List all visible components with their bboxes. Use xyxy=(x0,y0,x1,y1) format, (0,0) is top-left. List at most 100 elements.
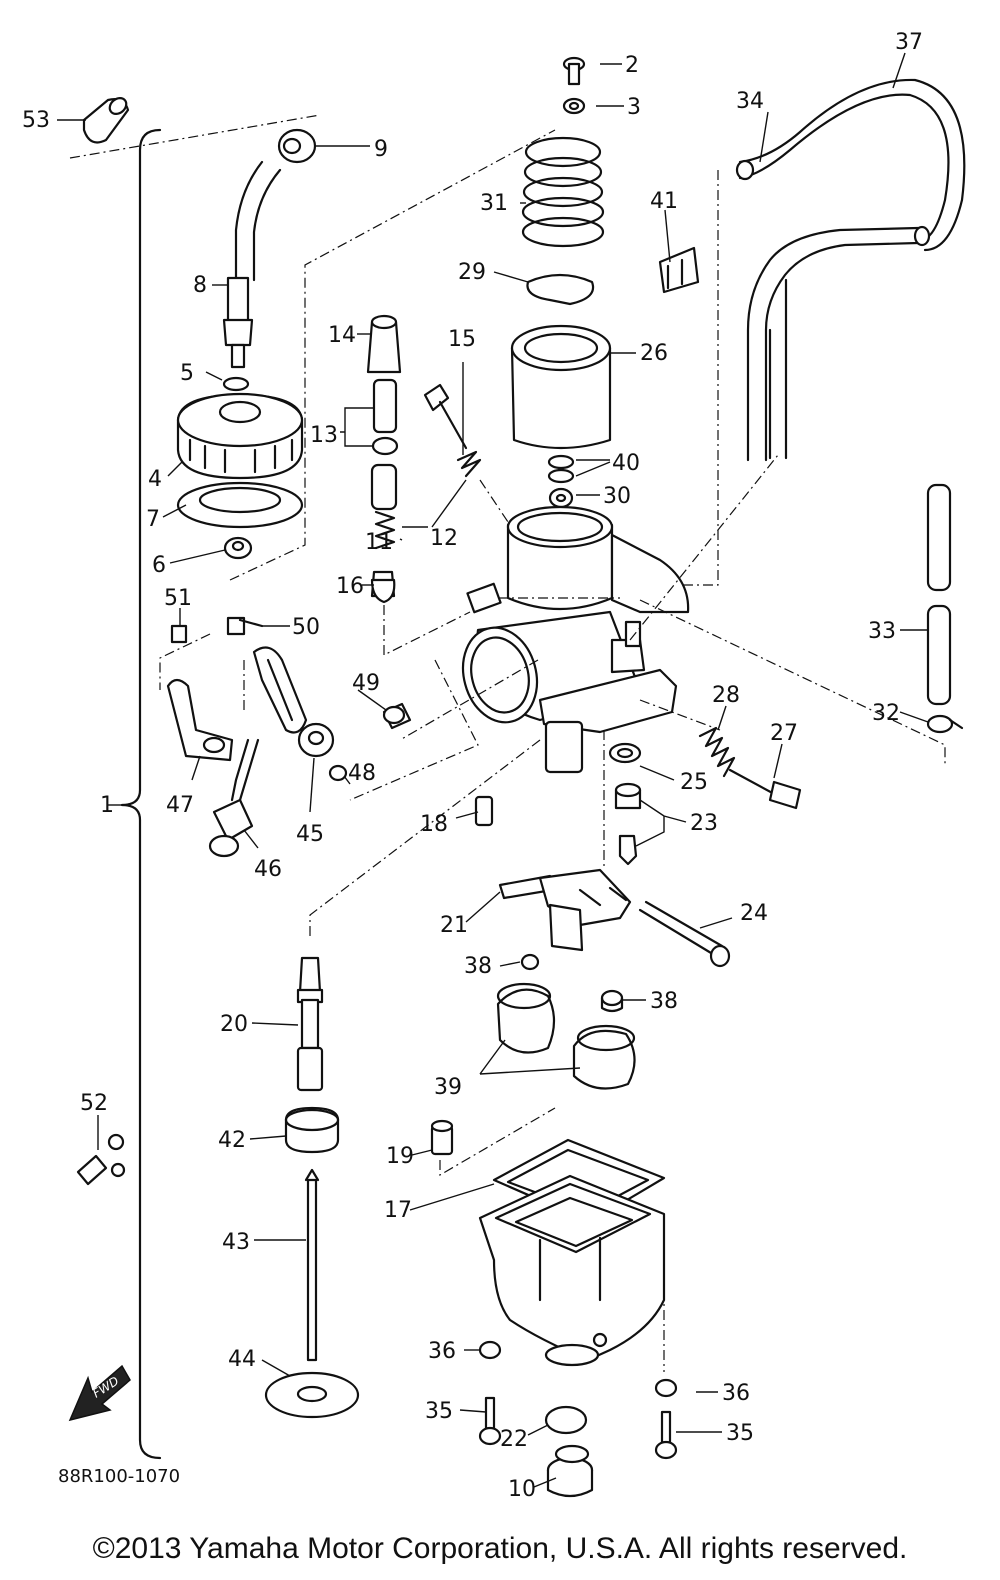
callout-17: 17 xyxy=(384,1198,412,1223)
part-5-oring xyxy=(222,376,250,392)
callout-19: 19 xyxy=(386,1144,414,1169)
part-42-holder xyxy=(284,1106,340,1154)
part-22-oring xyxy=(544,1405,588,1435)
part-41-clamp xyxy=(658,246,700,294)
callout-15: 15 xyxy=(448,327,476,352)
part-15-screw xyxy=(423,383,482,478)
callout-24: 24 xyxy=(740,901,768,926)
callout-2: 2 xyxy=(625,53,639,78)
callout-53: 53 xyxy=(22,108,50,133)
callout-26: 26 xyxy=(640,341,668,366)
callout-44: 44 xyxy=(228,1347,256,1372)
part-8-hose xyxy=(234,160,282,282)
callout-12: 12 xyxy=(430,526,458,551)
part-44-washer xyxy=(264,1371,360,1419)
part-21-float-arm xyxy=(498,868,632,952)
callout-20: 20 xyxy=(220,1012,248,1037)
callout-49: 49 xyxy=(352,671,380,696)
callout-46: 46 xyxy=(254,857,282,882)
callout-5: 5 xyxy=(180,361,194,386)
part-37-hose xyxy=(735,78,966,462)
part-8-fitting xyxy=(222,276,254,369)
callout-28: 28 xyxy=(712,683,740,708)
part-12-plunger-body xyxy=(370,463,398,511)
part-38-needle-a xyxy=(520,953,540,971)
part-2-screw xyxy=(562,56,586,86)
part-9-cap xyxy=(277,128,317,164)
part-28-spring xyxy=(698,726,736,778)
callout-27: 27 xyxy=(770,721,798,746)
part-31-spring xyxy=(521,136,605,248)
exploded-parts-diagram: FWD xyxy=(22,30,966,1500)
part-48-ball xyxy=(328,764,348,782)
leader-lines xyxy=(57,52,929,1488)
carburetor-body xyxy=(461,505,690,774)
callout-45: 45 xyxy=(296,822,324,847)
part-51-nut xyxy=(170,624,188,644)
callout-47: 47 xyxy=(166,793,194,818)
front-arrow-icon: FWD xyxy=(68,1364,131,1422)
callout-29: 29 xyxy=(458,260,486,285)
callout-14: 14 xyxy=(328,323,356,348)
callout-7: 7 xyxy=(146,507,160,532)
part-35-screw-left xyxy=(478,1396,502,1446)
callout-42: 42 xyxy=(218,1128,246,1153)
callout-40: 40 xyxy=(612,451,640,476)
callout-35-left: 35 xyxy=(425,1399,453,1424)
float-bowl xyxy=(478,1174,666,1367)
diagram-code: 88R100-1070 xyxy=(58,1466,181,1487)
callout-18: 18 xyxy=(420,812,448,837)
part-27-screw xyxy=(728,768,802,810)
part-20-needle-jet xyxy=(296,956,324,1092)
callout-48: 48 xyxy=(348,761,376,786)
callout-8: 8 xyxy=(193,273,207,298)
part-47-lever xyxy=(166,678,234,762)
part-38-needle-b xyxy=(600,989,624,1013)
callout-50: 50 xyxy=(292,615,320,640)
part-36-washer-left xyxy=(478,1340,502,1360)
callout-9: 9 xyxy=(374,137,388,162)
callout-labels: 1 2 3 4 5 6 7 8 9 10 11 12 13 14 15 16 1… xyxy=(22,30,923,1500)
part-25-washer xyxy=(608,742,642,764)
callout-11: 11 xyxy=(365,530,393,555)
copyright-text: ©2013 Yamaha Motor Corporation, U.S.A. A… xyxy=(92,1532,908,1565)
callout-30: 30 xyxy=(603,484,631,509)
part-29-plate xyxy=(526,273,595,306)
callout-36-left: 36 xyxy=(428,1339,456,1364)
part-39-floats xyxy=(496,982,636,1090)
part-16-starter xyxy=(370,570,396,604)
part-43-rod xyxy=(304,1168,320,1362)
callout-38-left: 38 xyxy=(464,954,492,979)
part-13-plunger xyxy=(371,378,399,456)
part-19-jet xyxy=(430,1119,454,1156)
part-32-clamp xyxy=(926,714,964,734)
callout-33: 33 xyxy=(868,619,896,644)
part-35-screw-right xyxy=(654,1410,678,1460)
part-45-cable-assembly xyxy=(252,646,335,758)
callout-52: 52 xyxy=(80,1091,108,1116)
callout-22: 22 xyxy=(500,1427,528,1452)
callout-13: 13 xyxy=(310,423,338,448)
part-3-washer xyxy=(562,97,586,115)
assembly-bracket xyxy=(120,128,162,1460)
part-36-washer-right xyxy=(654,1378,678,1398)
part-46-cable xyxy=(208,738,260,858)
callout-37: 37 xyxy=(895,30,923,55)
part-23-jet xyxy=(614,782,642,866)
callout-21: 21 xyxy=(440,913,468,938)
callout-16: 16 xyxy=(336,574,364,599)
part-26-throttle-valve xyxy=(510,324,612,450)
part-11-spring xyxy=(374,510,396,550)
callout-43: 43 xyxy=(222,1230,250,1255)
part-10-plug xyxy=(546,1444,594,1498)
callout-51: 51 xyxy=(164,586,192,611)
callout-25: 25 xyxy=(680,770,708,795)
callout-36-right: 36 xyxy=(722,1381,750,1406)
part-53-grommet xyxy=(82,97,130,144)
callout-34: 34 xyxy=(736,89,764,114)
part-6-nut xyxy=(223,536,253,560)
callout-10: 10 xyxy=(508,1477,536,1500)
callout-39: 39 xyxy=(434,1075,462,1100)
callout-4: 4 xyxy=(148,467,162,492)
callout-38-right: 38 xyxy=(650,989,678,1014)
